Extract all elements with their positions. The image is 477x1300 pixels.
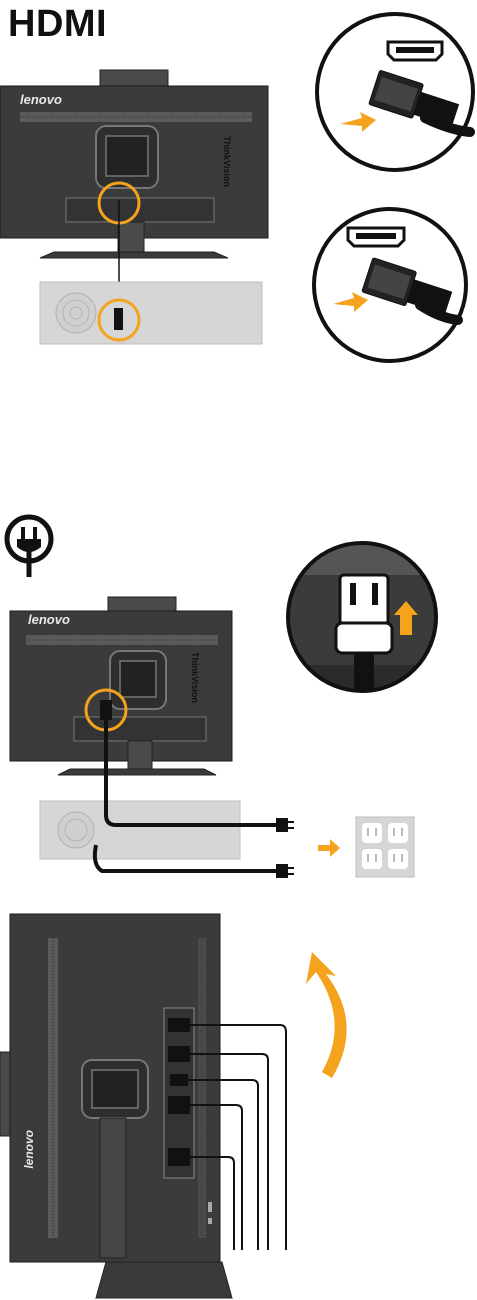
arrow-icon — [318, 839, 340, 857]
zoom-power-socket — [280, 535, 450, 705]
power-plug-icon — [7, 517, 51, 577]
model-mark: ThinkVision — [190, 652, 200, 703]
zoom-monitor-hdmi — [317, 14, 473, 170]
power-connection-illustration — [0, 505, 477, 895]
pc-fan — [56, 293, 96, 333]
hdmi-connection-illustration — [0, 0, 477, 380]
zoom-pc-hdmi — [314, 209, 466, 361]
brand-logo: lenovo — [28, 612, 70, 627]
webcam — [100, 70, 168, 86]
vent-grille — [20, 112, 252, 122]
cable-routing-illustration — [0, 912, 477, 1300]
model-mark: ThinkVision — [222, 136, 232, 187]
brand-logo: lenovo — [22, 1130, 36, 1169]
brand-logo: lenovo — [20, 92, 62, 107]
arrow-icon — [306, 952, 347, 1078]
power-outlet-icon — [356, 817, 414, 877]
